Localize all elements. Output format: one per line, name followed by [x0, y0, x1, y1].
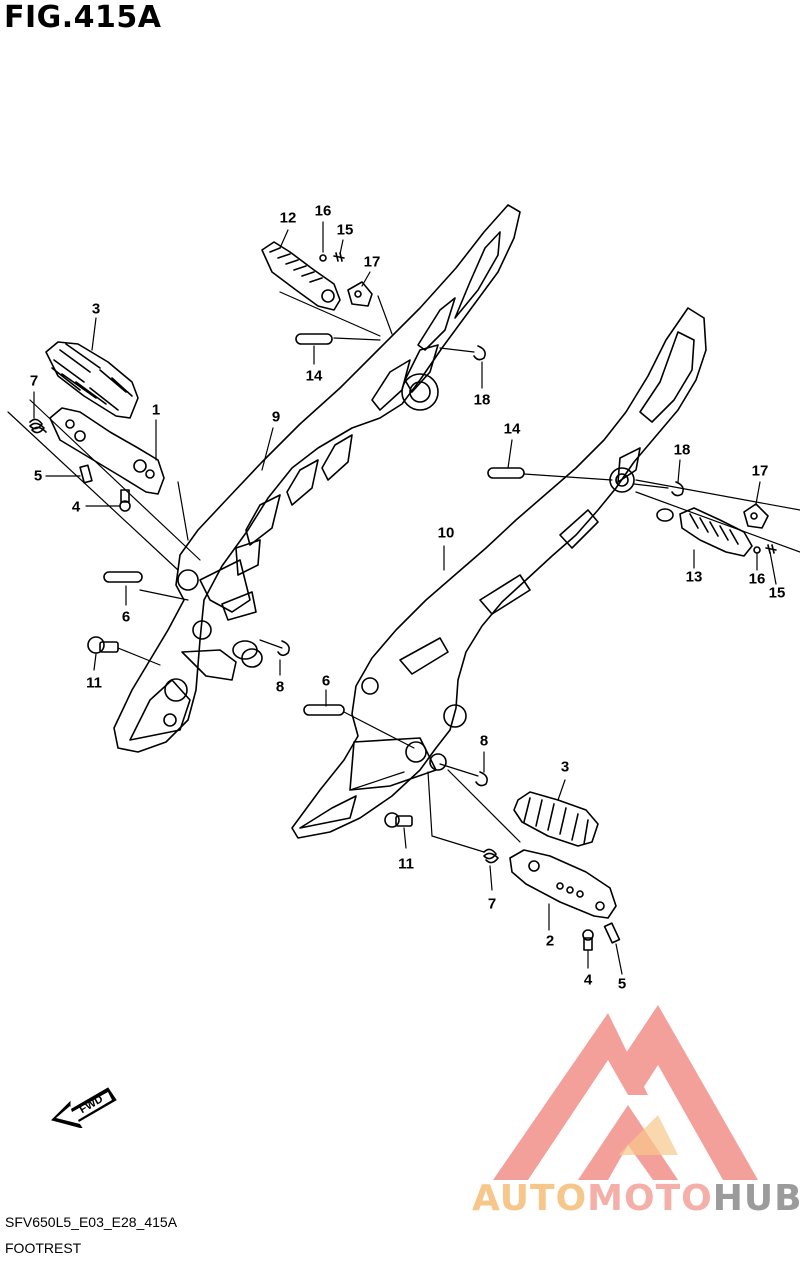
brand-part-hub: HUB: [712, 1178, 800, 1219]
left-clip-18[interactable]: [473, 345, 486, 361]
callout-13: 13: [685, 568, 703, 586]
callout-18-right: 18: [673, 441, 691, 459]
callout-14-right: 14: [503, 420, 521, 438]
callout-6-right: 6: [321, 672, 331, 690]
right-pivot-pin[interactable]: [303, 704, 345, 716]
left-spring[interactable]: [29, 418, 47, 434]
callout-15: 15: [336, 221, 354, 239]
right-pin-5[interactable]: [603, 922, 621, 944]
right-bolt-11[interactable]: [384, 812, 413, 828]
callout-11: 11: [86, 674, 102, 692]
right-clip-8[interactable]: [475, 771, 488, 787]
callout-8: 8: [275, 678, 285, 696]
figure-title: FIG.415A: [4, 0, 162, 35]
right-clip-18[interactable]: [671, 481, 684, 497]
callout-7-right: 7: [487, 895, 497, 913]
left-footrest-peg[interactable]: [49, 407, 165, 495]
automotohub-wordmark: AUTOMOTOHUB: [472, 1178, 800, 1219]
left-bolt-11[interactable]: [87, 636, 119, 654]
callout-2: 2: [545, 932, 555, 950]
callout-6: 6: [121, 608, 131, 626]
callout-10: 10: [437, 524, 455, 542]
callout-9: 9: [271, 408, 281, 426]
right-bolt-4[interactable]: [582, 929, 594, 951]
callout-16: 16: [314, 202, 332, 220]
right-ball-16[interactable]: [753, 546, 761, 554]
callout-14: 14: [305, 367, 323, 385]
left-footrest-rubber[interactable]: [45, 341, 139, 419]
callout-5: 5: [33, 467, 43, 485]
left-plate-17[interactable]: [347, 281, 373, 307]
left-ball-16[interactable]: [319, 254, 327, 262]
fwd-arrow-icon: FWD: [50, 1072, 120, 1133]
right-pin-14[interactable]: [487, 467, 525, 479]
figure-caption: FOOTREST: [5, 1240, 82, 1256]
brand-part-moto: MOTO: [587, 1178, 713, 1219]
callout-3: 3: [91, 300, 101, 318]
left-pivot-pin[interactable]: [103, 571, 143, 583]
callout-17: 17: [363, 253, 381, 271]
callout-5-right: 5: [617, 975, 627, 993]
right-passenger-peg[interactable]: [656, 507, 753, 557]
left-clip-8[interactable]: [277, 640, 290, 657]
right-plate-17[interactable]: [743, 503, 769, 529]
brand-part-auto: AUTO: [472, 1178, 588, 1219]
callout-12: 12: [279, 209, 297, 227]
right-footrest-rubber[interactable]: [513, 791, 599, 847]
right-spring-7[interactable]: [483, 848, 499, 864]
callout-4-right: 4: [583, 971, 593, 989]
right-footrest-peg[interactable]: [509, 849, 617, 919]
callout-16-right: 16: [748, 570, 766, 588]
callout-15-right: 15: [768, 584, 786, 602]
left-pin[interactable]: [79, 464, 93, 484]
automotohub-logo: [493, 1005, 758, 1180]
callout-4: 4: [71, 498, 81, 516]
left-passenger-peg[interactable]: [261, 241, 341, 311]
callout-1: 1: [151, 401, 161, 419]
callout-17-right: 17: [751, 462, 769, 480]
callout-18: 18: [473, 391, 491, 409]
right-spring-15[interactable]: [765, 544, 777, 554]
right-bracket[interactable]: [291, 307, 707, 839]
callout-3-right: 3: [560, 758, 570, 776]
callout-7: 7: [29, 372, 39, 390]
callout-8-right: 8: [479, 732, 489, 750]
left-pin-14[interactable]: [295, 333, 333, 345]
leader-lines: [7, 221, 800, 975]
left-bracket[interactable]: [113, 204, 521, 753]
left-spring-15[interactable]: [333, 252, 345, 262]
callout-11-right: 11: [398, 855, 414, 873]
figure-code: SFV650L5_E03_E28_415A: [5, 1214, 178, 1230]
